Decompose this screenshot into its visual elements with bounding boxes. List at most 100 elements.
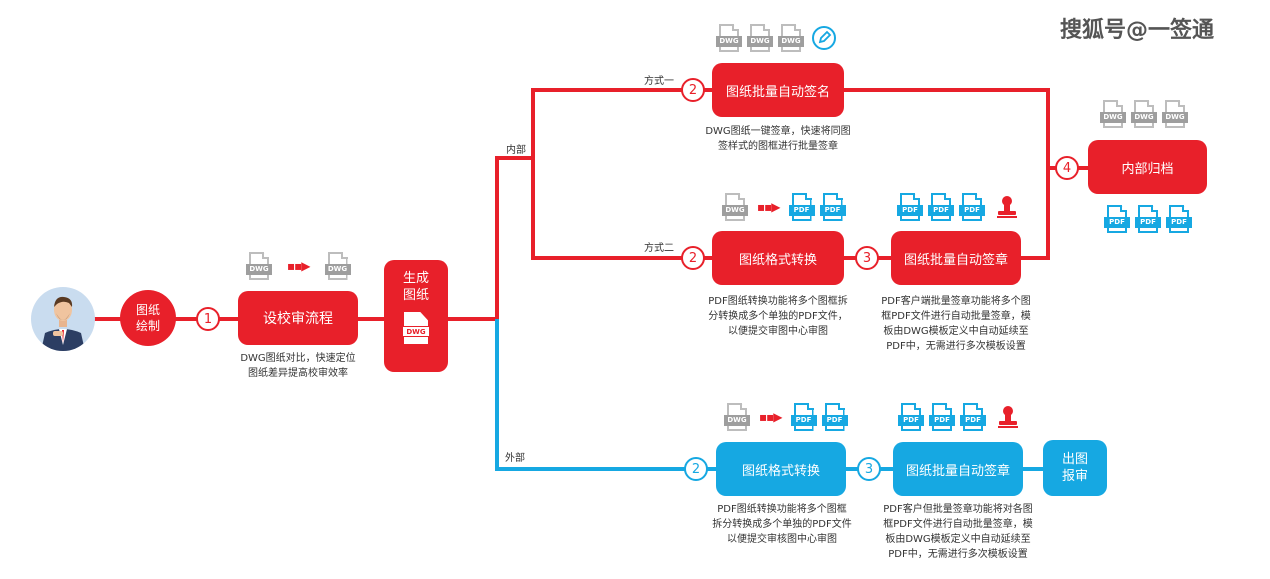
format-convert-node-external[interactable]: 图纸格式转换 [716,442,846,496]
step-number-2-method2: 2 [681,246,705,270]
method2-convert-description: PDF图纸转换功能将多个图框拆 分转换成多个单独的PDF文件， 以便提交审图中心… [695,294,861,339]
dwg-file-icon: DWG [724,403,750,431]
generate-drawings-node[interactable]: 生成 图纸 DWG [384,260,448,372]
pdf-file-icon: PDF [1135,205,1161,233]
pencil-sign-icon [811,25,837,51]
generated-dwg-file-icon: DWG [402,312,430,344]
ext-convert-desc-line1: PDF图纸转换功能将多个图框 [717,504,847,515]
archive-pdf-icons: PDF PDF PDF [1104,205,1192,233]
format-convert-node-internal[interactable]: 图纸格式转换 [712,231,844,285]
step-number-4: 4 [1055,156,1079,180]
report-label-line1: 出图 [1061,452,1088,467]
archive-dwg-icons: DWG DWG DWG [1100,100,1188,128]
m2-sign-desc-line4: PDF中，无需进行多次模板设置 [886,341,1026,352]
m2-sign-desc-line1: PDF客户端批量签章功能将多个图 [881,296,1031,307]
convert-arrow-icon: ▪▪▶ [757,200,780,214]
convert-arrow-icon: ▪▪▶ [287,259,310,273]
start-label-line2: 绘制 [135,319,160,333]
review-desc-line1: DWG图纸对比，快速定位 [240,353,356,364]
review-description: DWG图纸对比，快速定位 图纸差异提高校审效率 [226,351,370,381]
branch-external-label: 外部 [505,453,525,464]
pdf-file-icon: PDF [897,193,923,221]
ext-convert-desc-line2: 拆分转换成多个单独的PDF文件 [712,519,852,530]
dwg-file-icon: DWG [1162,100,1188,128]
pdf-file-icon: PDF [929,403,955,431]
start-label-line1: 图纸 [135,303,160,317]
step-number-3-method2: 3 [855,246,879,270]
method1-label: 方式一 [644,76,674,87]
line-method1 [531,88,712,158]
dwg-file-icon: DWG [1100,100,1126,128]
dwg-file-icon: DWG [778,24,804,52]
external-convert-description: PDF图纸转换功能将多个图框 拆分转换成多个单独的PDF文件 以便提交审核图中心… [699,502,865,547]
dwg-file-icon: DWG [747,24,773,52]
pdf-file-icon: PDF [790,403,817,431]
drawing-start-node[interactable]: 图纸 绘制 [120,290,176,346]
generate-label-line1: 生成 [402,271,429,286]
m2-convert-desc-line3: 以便提交审图中心审图 [728,326,828,337]
report-label-line2: 报审 [1061,469,1088,484]
line-external-trunk [495,319,716,471]
method1-desc-line2: 签样式的图框进行批量签章 [718,141,838,152]
ext-sign-desc-line1: PDF客户但批量签章功能将对各图 [883,504,1033,515]
method2-label: 方式二 [644,243,674,254]
generate-label-line2: 图纸 [402,288,429,303]
pdf-file-icon: PDF [960,403,986,431]
ext-sign-desc-line3: 板由DWG模板定义中自动延续至 [885,534,1031,545]
m2-convert-desc-line2: 分转换成多个单独的PDF文件， [708,311,848,322]
dwg-file-icon: DWG [1131,100,1157,128]
method2-convert-label: 图纸格式转换 [738,252,817,268]
step-number-2-external: 2 [684,457,708,481]
method2-sign-icons: PDF PDF PDF [897,193,1020,221]
internal-archive-node[interactable]: 内部归档 [1088,140,1207,194]
dwg-file-icon: DWG [246,252,272,280]
line-method2 [531,158,712,260]
step-number-3-external: 3 [857,457,881,481]
pdf-file-icon: PDF [928,193,954,221]
pdf-file-icon: PDF [1104,205,1130,233]
pdf-file-icon: PDF [959,193,985,221]
m2-sign-desc-line2: 框PDF文件进行自动批量签章，模 [881,311,1031,322]
branch-internal-label: 内部 [506,145,526,156]
pdf-file-icon: PDF [821,403,848,431]
method1-desc-line1: DWG图纸一键签章，快速将同图 [705,126,851,137]
step-number-2-method1: 2 [681,78,705,102]
archive-label: 内部归档 [1121,161,1174,177]
person-avatar-icon [31,287,95,351]
submit-for-review-node[interactable]: 出图 报审 [1043,440,1107,496]
ext-sign-desc-line4: PDF中，无需进行多次模板设置 [888,549,1028,560]
method1-file-icons: DWG DWG DWG [716,24,837,52]
convert-arrow-icon: ▪▪▶ [759,410,782,424]
pdf-file-icon: PDF [819,193,846,221]
step-number-1: 1 [196,307,220,331]
line-internal-trunk [495,156,533,319]
batch-auto-stamp-node-external[interactable]: 图纸批量自动签章 [893,442,1023,496]
dwg-file-icon: DWG [722,193,748,221]
review-desc-line2: 图纸差异提高校审效率 [248,368,348,379]
review-process-node[interactable]: 设校审流程 [238,291,358,345]
method2-sign-label: 图纸批量自动签章 [903,252,1008,268]
m2-convert-desc-line1: PDF图纸转换功能将多个图框拆 [708,296,848,307]
batch-auto-sign-node[interactable]: 图纸批量自动签名 [712,63,844,117]
line-method1-archive [844,88,1050,168]
external-convert-icons: DWG ▪▪▶ PDF PDF [724,403,848,431]
pdf-file-icon: PDF [898,403,924,431]
dwg-file-icon: DWG [324,252,351,280]
m2-sign-desc-line3: 板由DWG模板定义中自动延续至 [883,326,1029,337]
review-file-icons: DWG ▪▪▶ DWG [246,252,351,280]
watermark: 搜狐号@一签通 [1060,18,1215,43]
pdf-file-icon: PDF [788,193,815,221]
batch-auto-stamp-node-internal[interactable]: 图纸批量自动签章 [891,231,1021,285]
external-convert-label: 图纸格式转换 [741,463,820,479]
external-sign-description: PDF客户但批量签章功能将对各图 框PDF文件进行自动批量签章，模 板由DWG模… [878,502,1038,562]
method2-sign-description: PDF客户端批量签章功能将多个图 框PDF文件进行自动批量签章，模 板由DWG模… [876,294,1036,354]
external-sign-label: 图纸批量自动签章 [905,463,1010,479]
ext-sign-desc-line2: 框PDF文件进行自动批量签章，模 [883,519,1033,530]
dwg-file-icon: DWG [716,24,742,52]
line-method2-archive [1021,168,1050,260]
review-label: 设校审流程 [263,311,333,327]
method1-label-text: 图纸批量自动签名 [725,84,830,100]
stamp-icon [995,404,1021,430]
